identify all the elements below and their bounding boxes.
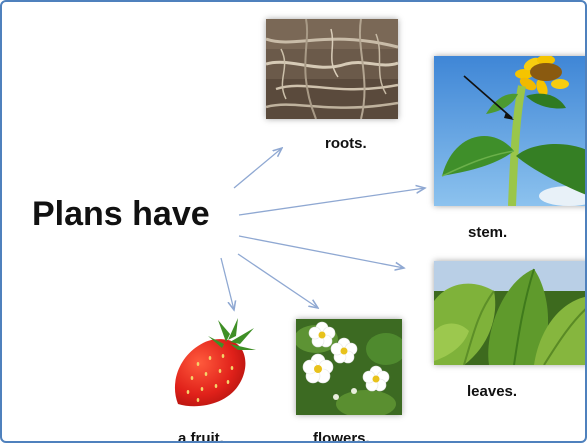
- leaves-photo: [434, 261, 587, 365]
- arrow-to-roots: [234, 148, 282, 188]
- roots-label: roots.: [325, 135, 367, 152]
- roots-photo: [266, 19, 398, 119]
- sunflower-stem-photo: [434, 56, 587, 206]
- fruit-label: a fruit.: [178, 430, 224, 443]
- strawberry-flowers-photo: [296, 319, 402, 415]
- arrow-to-stem: [239, 188, 425, 215]
- strawberry-photo: [168, 314, 262, 410]
- diagram-title: Plans have: [32, 195, 210, 234]
- leaves-label: leaves.: [467, 383, 517, 400]
- arrow-to-leaves: [239, 236, 404, 268]
- arrow-to-flowers: [238, 254, 318, 308]
- flowers-label: flowers.: [313, 430, 370, 443]
- stem-label: stem.: [468, 224, 507, 241]
- arrow-to-fruit: [221, 258, 234, 310]
